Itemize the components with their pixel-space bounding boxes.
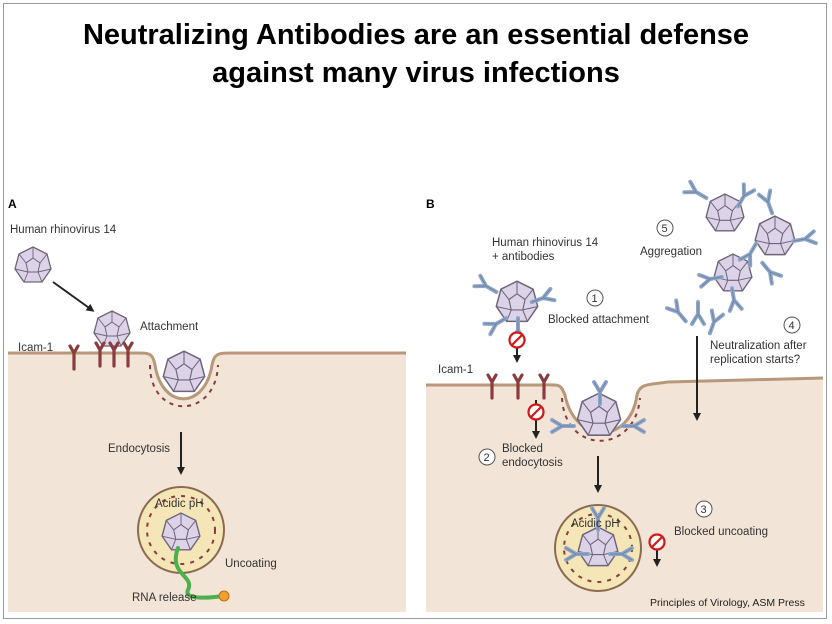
step-2-circle xyxy=(478,448,496,466)
panel-b-letter: B xyxy=(426,197,435,211)
title-line-2: against many virus infections xyxy=(212,57,620,89)
virus-icon-aggregate-1 xyxy=(705,193,745,232)
antibody-icon-free3 xyxy=(702,308,726,338)
antibody-icon-b1 xyxy=(472,273,502,300)
cell-body-b xyxy=(426,378,823,612)
slide-frame xyxy=(3,3,827,619)
rna-strand xyxy=(173,546,224,600)
step-5-circle xyxy=(656,219,674,237)
antibody-icon-free1 xyxy=(664,298,693,328)
step-4-number: 4 xyxy=(789,320,795,332)
acidic-ph-label-a: Acidic pH xyxy=(155,498,204,510)
virus-icon-attached-a xyxy=(93,310,131,347)
rna-cap xyxy=(218,590,230,602)
title-line-1: Neutralizing Antibodies are an essential… xyxy=(82,19,750,51)
step-3-circle xyxy=(695,500,713,518)
virus-label-b-line2: + antibodies xyxy=(492,251,555,263)
virus-icon-aggregate-2 xyxy=(754,215,796,256)
step-4-label-line1: Neutralization after xyxy=(710,340,807,352)
step-1-circle xyxy=(586,289,604,307)
virus-icon-pit-a xyxy=(162,350,206,393)
uncoating-label: Uncoating xyxy=(225,558,277,570)
step-2-label-line1: Blocked xyxy=(502,443,543,455)
step-4-circle xyxy=(783,316,801,334)
cell-membrane-a xyxy=(8,351,406,401)
panel-b: B Human rhinovirus 14 + antibodies 1 Blo… xyxy=(426,179,824,612)
cell-body-a xyxy=(8,352,406,612)
pit-receptors-b xyxy=(561,397,641,442)
step-5-number: 5 xyxy=(662,223,668,235)
block-icon-2 xyxy=(527,403,545,421)
endosome-receptors-a xyxy=(146,495,216,565)
step-5-label: Aggregation xyxy=(640,246,702,258)
virus-label-a: Human rhinovirus 14 xyxy=(10,224,117,236)
step-2-number: 2 xyxy=(484,452,490,464)
antibody-icon-agg5 xyxy=(755,256,784,286)
arrow-to-attachment xyxy=(52,281,95,312)
antibody-icon-agg3 xyxy=(756,188,780,218)
acidic-ph-label-b: Acidic pH xyxy=(571,518,620,530)
attachment-label: Attachment xyxy=(140,321,199,333)
credit-text: Principles of Virology, ASM Press xyxy=(650,597,805,609)
step-3-number: 3 xyxy=(701,504,707,516)
step-3-label: Blocked uncoating xyxy=(674,526,768,538)
antibody-icon-free2 xyxy=(690,300,706,326)
step-1-label: Blocked attachment xyxy=(548,314,650,326)
rna-release-label: RNA release xyxy=(132,592,197,604)
antibody-icon-agg4 xyxy=(790,229,818,249)
pit-receptors-a xyxy=(149,364,219,408)
block-icon-1 xyxy=(508,331,526,349)
step-4-label-line2: replication starts? xyxy=(710,354,800,366)
block-icon-3 xyxy=(648,533,666,551)
endocytosis-label: Endocytosis xyxy=(108,443,170,455)
antibody-icon-agg1 xyxy=(682,179,712,206)
panel-a-letter: A xyxy=(8,197,17,211)
icam-label-b: Icam-1 xyxy=(438,364,473,376)
icam-label-a: Icam-1 xyxy=(18,342,53,354)
panel-a: A Human rhinovirus 14 Attachment Icam-1 … xyxy=(8,197,406,612)
virus-icon-aggregate-3 xyxy=(713,253,753,292)
virus-icon-free-a xyxy=(14,246,52,283)
step-1-number: 1 xyxy=(592,293,598,305)
step-2-label-line2: endocytosis xyxy=(502,457,563,469)
virus-label-b-line1: Human rhinovirus 14 xyxy=(492,237,599,249)
slide-title: Neutralizing Antibodies are an essential… xyxy=(0,16,832,92)
